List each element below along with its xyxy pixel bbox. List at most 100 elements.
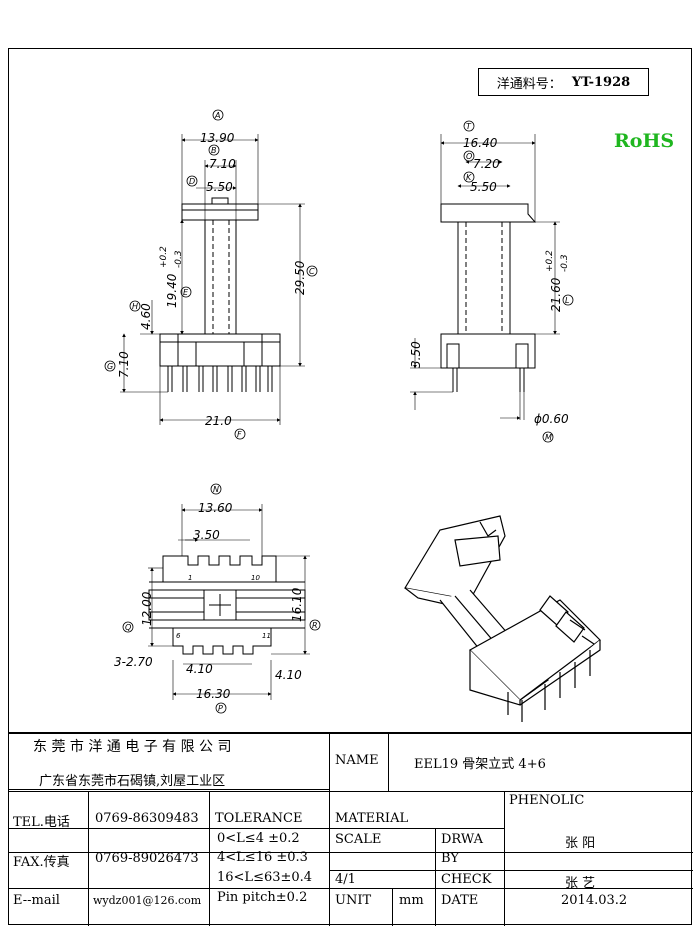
marker-h: H [132,302,138,311]
side-view [410,134,560,420]
marker-q: Q [125,623,131,632]
unit-label: UNIT [335,893,372,908]
dim-width: 21.0 [205,414,232,428]
front-markers: A B D E C H G F [104,109,318,440]
dim-inner-tol-minus: -0.3 [174,250,184,268]
pin-num-10: 10 [251,574,260,582]
tolerance-4: Pin pitch±0.2 [217,890,308,905]
drawing-frame [8,48,692,734]
dim-r: 16.10 [290,587,304,622]
bottom-bottom-row [172,628,272,655]
bottom-view [148,504,310,700]
tolerance-label: TOLERANCE [215,811,303,826]
company-address: 广东省东莞市石碣镇,刘屋工业区 [39,774,226,789]
marker-b: B [211,146,217,155]
name-value: EEL19 骨架立式 4+6 [414,757,546,772]
dim-b: 7.10 [209,157,236,171]
pin-num-11: 11 [262,632,271,640]
isometric-view [404,515,601,722]
side-markers: T O K L M [463,120,574,443]
dim-side-tol-minus: -0.3 [560,254,570,272]
dim-n: 13.60 [198,501,233,515]
front-base [159,333,281,367]
marker-n: N [213,485,219,494]
dim-p: 16.30 [196,687,231,701]
drawn-value: 张 阳 [565,836,596,851]
tolerance-2: 4<L≤16 ±0.3 [217,850,308,865]
front-top-flange [181,203,259,221]
dim-side-tol-plus: +0.2 [545,250,555,272]
unit-value: mm [399,893,424,908]
dim-a: 13.90 [200,131,235,145]
tolerance-1: 0<L≤4 ±0.2 [217,831,300,846]
dim-pin-len: 3.50 [409,341,423,368]
dim-c1: 4.10 [186,662,213,676]
marker-e: E [183,288,189,297]
dim-pitch: 3.50 [193,528,220,542]
marker-d: D [189,177,195,186]
dim-side-height: 21.60 [549,277,563,312]
rohs-mark: RoHS [614,130,675,152]
front-top-tab [211,197,229,205]
pin-num-1: 1 [188,574,192,582]
marker-k: K [466,173,472,182]
front-view [120,134,305,425]
marker-t: T [466,122,472,131]
marker-r: R [312,621,318,630]
dim-inner: 19.40 [165,273,179,308]
drawn-label-1: DRWA [441,832,484,847]
scale-value: 4/1 [335,872,356,887]
dim-c2: 4.10 [275,668,302,682]
email-label: E--mail [13,893,60,908]
dim-height: 29.50 [293,260,307,295]
bottom-markers: N Q R P [122,483,321,714]
front-labels: 13.90 7.10 5.50 29.50 19.40 +0.2 -0.3 4.… [117,131,307,428]
tel-value: 0769-86309483 [95,811,199,826]
drawn-label-2: BY [441,851,459,866]
scale-label: SCALE [335,832,382,847]
side-base [440,333,536,369]
dim-d: 5.50 [206,180,233,194]
side-top-flange [440,203,537,223]
fax-value: 0769-89026473 [95,851,199,866]
title-block: 东 莞 市 洋 通 电 子 有 限 公 司 广东省东莞市石碣镇,刘屋工业区 NA… [8,732,693,926]
tel-label: TEL.电话 [13,815,70,830]
marker-o: O [466,152,472,161]
marker-c: C [309,267,315,276]
marker-f: F [237,430,242,439]
part-number-value: YT-1928 [571,74,631,90]
material-label: MATERIAL [335,811,409,826]
part-number-box: 洋通料号： YT-1928 [478,68,649,96]
part-number-label: 洋通料号： [496,76,562,92]
pin-num-6: 6 [176,632,181,640]
marker-m: M [545,433,552,442]
fax-label: FAX.传真 [13,855,70,870]
material-value: PHENOLIC [509,793,585,808]
date-value: 2014.03.2 [561,893,628,908]
bottom-labels: 13.60 3.50 12.00 16.10 3-2.70 4.10 4.10 … [114,501,304,701]
tolerance-3: 16<L≤63±0.4 [217,870,313,885]
marker-p: P [218,704,223,713]
dim-g: 7.10 [117,351,131,378]
check-label: CHECK [441,872,492,887]
dim-k: 5.50 [470,180,497,194]
front-pins [167,366,273,392]
email-value: wydz001@126.com [93,894,202,907]
marker-a: A [214,111,220,120]
bottom-top-row [162,555,277,583]
side-labels: 16.40 7.20 5.50 21.60 +0.2 -0.3 3.50 ϕ0.… [409,136,570,426]
dim-inner-tol-plus: +0.2 [159,246,169,268]
dim-left: 3-2.70 [114,655,153,669]
dim-h: 4.60 [139,303,153,330]
drawing-svg: 13.90 7.10 5.50 29.50 19.40 +0.2 -0.3 4.… [104,109,601,722]
date-label: DATE [441,893,479,908]
company-name: 东 莞 市 洋 通 电 子 有 限 公 司 [33,739,232,755]
marker-g: G [107,362,113,371]
dim-q: 12.00 [140,591,154,626]
dim-o: 7.20 [473,157,500,171]
check-value: 张 艺 [565,876,596,891]
marker-l: L [565,296,569,305]
dim-t: 16.40 [463,136,498,150]
dim-pin-dia: ϕ0.60 [534,412,569,426]
